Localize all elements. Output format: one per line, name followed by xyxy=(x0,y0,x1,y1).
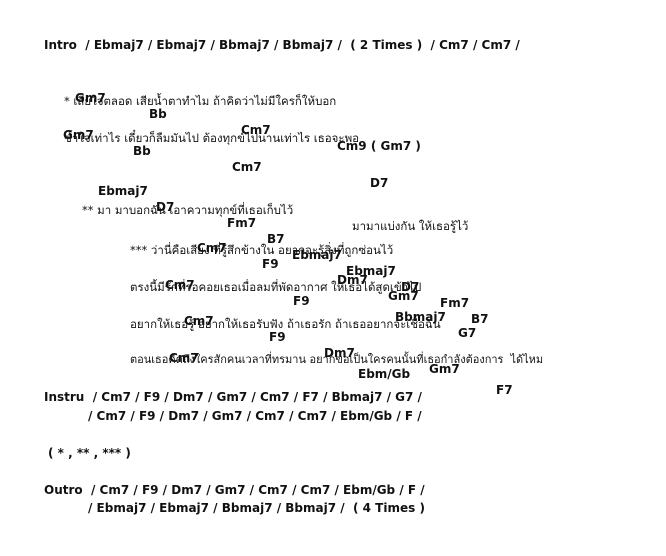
chord: B7 xyxy=(471,312,489,326)
verse-chords-2: Gm7 Bb Cm7 D7 xyxy=(0,111,666,190)
chord: Cm7 xyxy=(165,278,195,292)
chord: Fm7 xyxy=(440,296,470,310)
chord: F7 xyxy=(496,383,513,397)
chorus-lyric-1: *** ว่านี่คือเสียง ที่รู้สึกข้างใน อยากจ… xyxy=(130,243,394,257)
intro-line: Intro / Ebmaj7 / Ebmaj7 / Bbmaj7 / Bbmaj… xyxy=(44,38,520,52)
chord: Ebmaj7 xyxy=(346,264,396,278)
verse-chords-1: Gm7 Bb Cm7 Cm9 ( Gm7 ) xyxy=(0,74,666,153)
chorus-chords-3: Cm7 F9 Dm7 Gm7 xyxy=(0,297,666,376)
outro-line-2: / Ebmaj7 / Ebmaj7 / Bbmaj7 / Bbmaj7 / ( … xyxy=(88,501,425,515)
chord: B7 xyxy=(267,232,285,246)
prechorus-lyric: ** มา มาบอกฉัน เอาความทุกข์ที่เธอเก็บไว้… xyxy=(0,186,666,233)
instru-line-1: Instru / Cm7 / F9 / Dm7 / Gm7 / Cm7 / F7… xyxy=(44,390,422,404)
chord: D7 xyxy=(401,280,420,294)
lyric-part: ** มา มาบอกฉัน เอาความทุกข์ที่เธอเก็บไว้ xyxy=(82,203,294,217)
chord: Fm7 xyxy=(227,216,257,230)
chorus-chords-1: Cm7 F9 Dm7 Gm7 xyxy=(0,224,666,303)
chord: Ebmaj7 xyxy=(292,248,342,262)
chord: Cm7 xyxy=(232,160,262,174)
chord: G7 xyxy=(458,326,477,340)
chord: Bb xyxy=(149,107,167,121)
chord: Cm9 ( Gm7 ) xyxy=(337,139,421,153)
chorus-chords-4: Cm7 Ebm/Gb F7 xyxy=(0,334,666,397)
chord: F9 xyxy=(293,294,310,308)
verse-lyric-2: ช้ำใจเท่าไร เดี๋ยวก็ลืมมันไป ต้องทุกข์ไป… xyxy=(64,131,360,145)
chord: Cm7 xyxy=(184,314,214,328)
chord: Dm7 xyxy=(337,273,368,287)
chord: Ebmaj7 xyxy=(98,184,148,198)
chord: Cm7 xyxy=(241,123,271,137)
outro-line-1: Outro / Cm7 / F9 / Dm7 / Gm7 / Cm7 / Cm7… xyxy=(44,483,425,497)
chord: Dm7 xyxy=(324,346,355,360)
chord: D7 xyxy=(370,176,389,190)
lyric-part: มามาแบ่งกัน ให้เธอรู้ไว้ xyxy=(352,219,469,233)
chord: Gm7 xyxy=(388,289,419,303)
chord: Cm7 xyxy=(169,351,199,365)
chord: Cm7 xyxy=(197,241,227,255)
chord: Gm7 xyxy=(63,128,94,142)
chorus-lyric-3: อยากให้เธอรู้ อยากให้เธอรับฟัง ถ้าเธอรัก… xyxy=(130,317,441,331)
chorus-lyric-2: ตรงนี้มีรักที่รอคอยเธอเมื่อลมที่พัดอากาศ… xyxy=(130,280,422,294)
chord: Bb xyxy=(133,144,151,158)
chorus-chords-2: Cm7 F9 Bbmaj7 G7 xyxy=(0,261,666,340)
chord: F9 xyxy=(262,257,279,271)
chord: D7 xyxy=(156,200,175,214)
repeat-marker: ( * , ** , *** ) xyxy=(48,446,131,460)
instru-line-2: / Cm7 / F9 / Dm7 / Gm7 / Cm7 / Cm7 / Ebm… xyxy=(88,409,422,423)
chord: F9 xyxy=(269,330,286,344)
chord: Gm7 xyxy=(75,91,106,105)
chord: Bbmaj7 xyxy=(395,310,446,324)
chorus-lyric-4: ตอนเธอคิดถึงใครสักคนเวลาที่ทรมาน อยากขอเ… xyxy=(130,353,544,366)
chord: Gm7 xyxy=(429,362,460,376)
verse-lyric-1: * เสียใจตลอด เสียน้ำตาทำไม ถ้าคิดว่าไม่ม… xyxy=(64,94,337,108)
chord: Ebm/Gb xyxy=(358,367,411,381)
prechorus-chords: Ebmaj7 D7 Fm7 B7 Ebmaj7 Ebmaj7 D7 Fm7 B7 xyxy=(0,167,666,326)
